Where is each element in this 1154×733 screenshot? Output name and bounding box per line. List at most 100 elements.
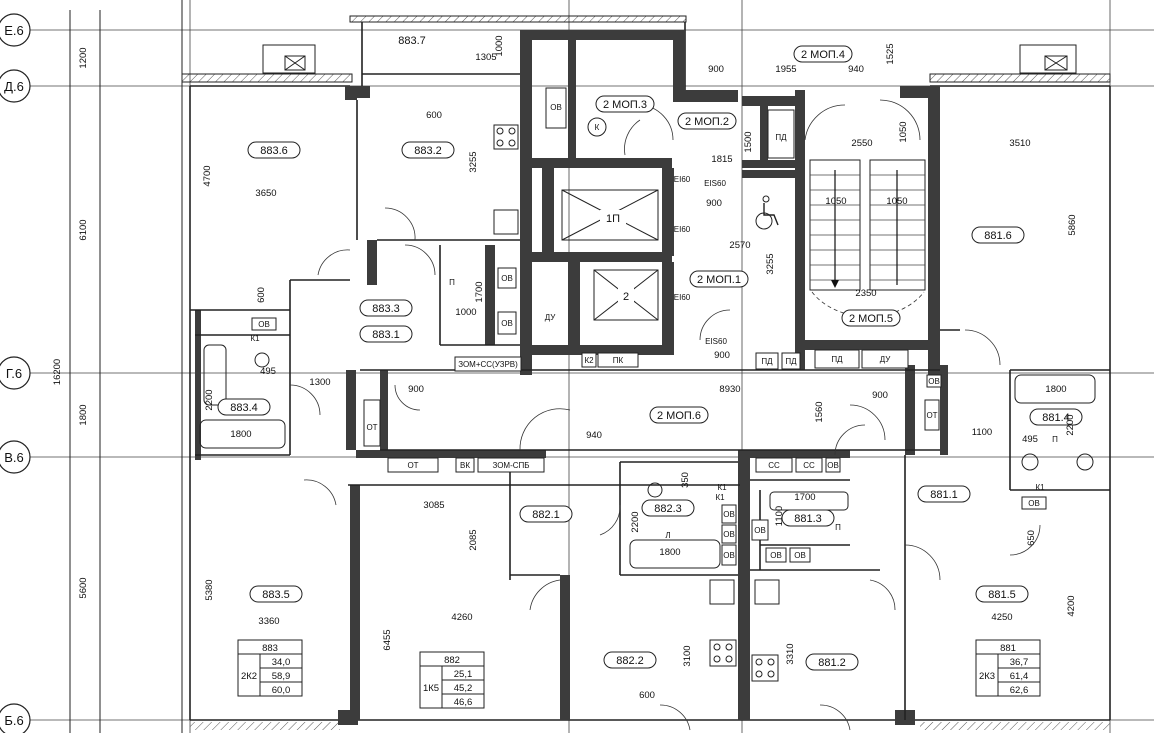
tag: ОТ <box>363 399 381 447</box>
svg-text:881.5: 881.5 <box>988 589 1016 601</box>
svg-text:1К5: 1К5 <box>423 683 439 694</box>
svg-text:1300: 1300 <box>309 377 330 388</box>
svg-text:4200: 4200 <box>1066 595 1077 616</box>
fixtures <box>199 124 1096 682</box>
svg-text:ОВ: ОВ <box>928 377 940 386</box>
room-881-2: 881.2 <box>805 653 859 671</box>
tag: ОВ <box>721 504 737 524</box>
svg-text:1100: 1100 <box>774 506 785 526</box>
axis-labels: Е.6 Д.6 Г.6 В.6 Б.6 <box>0 13 31 733</box>
svg-text:1800: 1800 <box>659 547 680 558</box>
svg-text:ЗОМ-СПБ: ЗОМ-СПБ <box>492 461 529 470</box>
svg-text:883: 883 <box>262 643 278 654</box>
svg-text:2К2: 2К2 <box>241 671 257 682</box>
svg-text:ОТ: ОТ <box>926 411 937 420</box>
svg-text:8930: 8930 <box>719 384 740 395</box>
svg-text:61,4: 61,4 <box>1010 671 1029 682</box>
summary-881: 881 2К3 36,7 61,4 62,6 <box>975 639 1041 697</box>
tag: П <box>449 278 455 287</box>
svg-text:350: 350 <box>680 472 691 488</box>
tag: ОВ <box>721 524 737 544</box>
svg-text:Д.6: Д.6 <box>4 79 24 94</box>
svg-text:5860: 5860 <box>1067 214 1078 235</box>
tag: EI60 <box>674 225 691 234</box>
summary-883: 883 2К2 34,0 58,9 60,0 <box>237 639 303 697</box>
svg-text:883.5: 883.5 <box>262 589 290 601</box>
dimensions: 1305 1000 900 1955 940 1525 600 4700 365… <box>202 35 1078 701</box>
svg-text:1800: 1800 <box>230 429 251 440</box>
svg-text:ОВ: ОВ <box>501 274 513 283</box>
room-881-6: 881.6 <box>971 226 1025 244</box>
room-883-2: 883.2 <box>401 141 455 159</box>
svg-text:ПД: ПД <box>785 357 797 366</box>
svg-text:881.2: 881.2 <box>818 657 846 669</box>
svg-text:2 МОП.1: 2 МОП.1 <box>697 274 741 286</box>
svg-text:ОВ: ОВ <box>723 530 735 539</box>
svg-text:1100: 1100 <box>972 427 992 438</box>
svg-text:2 МОП.3: 2 МОП.3 <box>603 99 647 111</box>
svg-text:940: 940 <box>586 430 602 441</box>
left-dimensions: 1200 6100 1800 5600 16200 <box>52 47 89 598</box>
svg-text:ОВ: ОВ <box>723 510 735 519</box>
svg-text:ДУ: ДУ <box>880 355 892 364</box>
svg-text:881.3: 881.3 <box>794 513 822 525</box>
svg-text:5380: 5380 <box>204 579 215 600</box>
tag: ОВ <box>825 457 841 473</box>
svg-text:883.2: 883.2 <box>414 145 442 157</box>
svg-text:ПД: ПД <box>831 355 843 364</box>
room-labels: 883.7 883.6 883.2 883.3 883.1 883.4 883.… <box>217 35 1083 671</box>
svg-text:1050: 1050 <box>886 196 907 207</box>
svg-text:2200: 2200 <box>1065 414 1076 435</box>
svg-text:600: 600 <box>426 110 442 121</box>
svg-text:1700: 1700 <box>474 281 485 302</box>
svg-text:4700: 4700 <box>202 165 213 186</box>
mop-2: 2 МОП.2 <box>677 112 737 130</box>
svg-text:495: 495 <box>260 366 276 377</box>
partitions <box>190 100 1110 720</box>
svg-text:6100: 6100 <box>78 219 89 240</box>
svg-text:3100: 3100 <box>682 645 693 666</box>
svg-text:34,0: 34,0 <box>272 657 291 668</box>
svg-text:900: 900 <box>872 390 888 401</box>
svg-text:1525: 1525 <box>885 43 896 64</box>
tag: EI60 <box>674 293 691 302</box>
mop-6: 2 МОП.6 <box>649 406 709 424</box>
svg-text:600: 600 <box>639 690 655 701</box>
axis-v: В.6 <box>0 440 31 474</box>
axis-d: Д.6 <box>0 69 31 103</box>
tag: Л <box>665 531 670 540</box>
svg-text:2 МОП.5: 2 МОП.5 <box>849 313 893 325</box>
svg-text:ОВ: ОВ <box>501 319 513 328</box>
svg-text:ВК: ВК <box>460 461 470 470</box>
svg-text:СС: СС <box>803 461 815 470</box>
svg-text:650: 650 <box>1026 530 1037 546</box>
svg-text:К2: К2 <box>584 356 594 365</box>
tag: ОВ <box>789 547 811 563</box>
tag: EIS60 <box>704 179 726 188</box>
svg-text:881.1: 881.1 <box>930 489 958 501</box>
svg-text:ОТ: ОТ <box>407 461 418 470</box>
room-883-7: 883.7 <box>398 35 426 47</box>
tag: ОВ <box>926 374 942 388</box>
door-swings <box>289 99 1041 731</box>
svg-text:ОВ: ОВ <box>723 551 735 560</box>
svg-text:2550: 2550 <box>851 138 872 149</box>
svg-text:940: 940 <box>848 64 864 75</box>
svg-text:ПД: ПД <box>761 357 773 366</box>
svg-text:ПД: ПД <box>775 133 787 142</box>
svg-text:46,6: 46,6 <box>454 697 473 708</box>
svg-text:Г.6: Г.6 <box>6 366 22 381</box>
mop-3: 2 МОП.3 <box>595 95 655 113</box>
tag: ДУ <box>861 349 909 369</box>
svg-text:900: 900 <box>714 350 730 361</box>
svg-text:3255: 3255 <box>765 253 776 274</box>
axis-g: Г.6 <box>0 356 31 390</box>
svg-text:3310: 3310 <box>785 643 796 664</box>
room-881-5: 881.5 <box>975 585 1029 603</box>
room-883-3: 883.3 <box>359 299 413 317</box>
svg-text:883.3: 883.3 <box>372 303 400 315</box>
core-walls <box>195 30 948 725</box>
tag: ОТ <box>924 399 940 431</box>
svg-text:В.6: В.6 <box>4 450 24 465</box>
outer-walls <box>181 15 1111 730</box>
